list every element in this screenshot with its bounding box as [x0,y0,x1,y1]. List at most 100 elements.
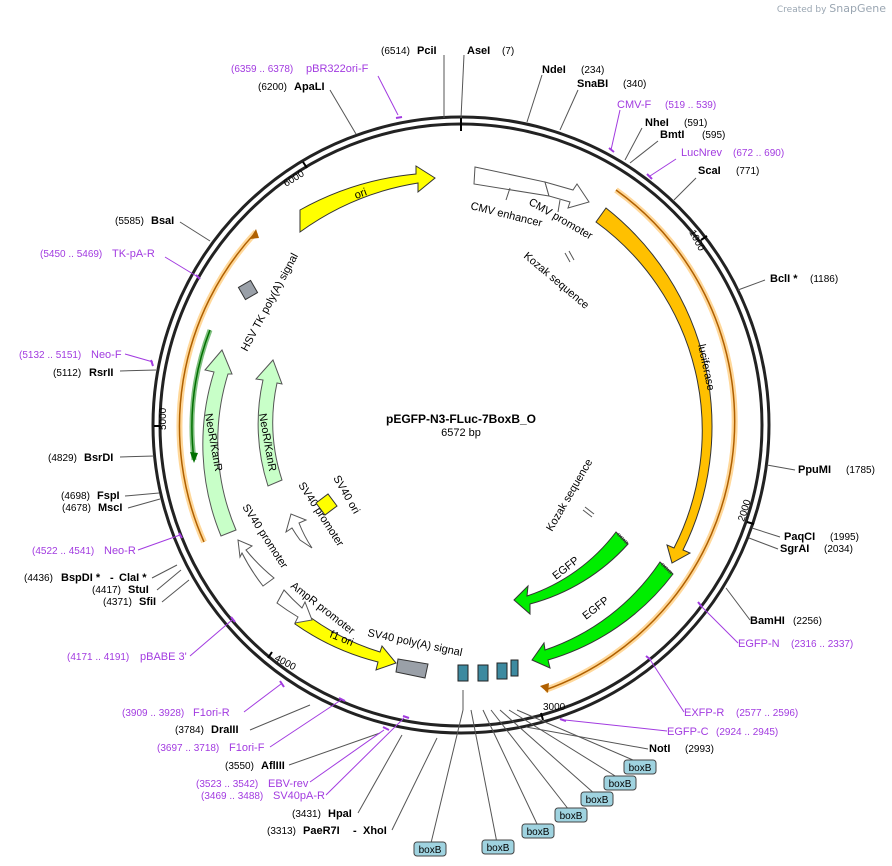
sgrai-label[interactable]: SgrAI [780,543,809,555]
boxb-feature-4 [510,659,519,677]
pbabe3-label[interactable]: pBABE 3' [140,651,187,663]
boxb-label-7-text: boxB [629,763,652,774]
ruler-tick-1000 [700,235,708,241]
asei-label[interactable]: AseI [467,45,490,57]
f1orif-label[interactable]: F1ori-F [229,742,265,754]
clai-sep: - [110,572,114,584]
sv40par-range: (3469 .. 3488) [201,791,263,802]
sv40-ori-label: SV40 ori [330,474,361,517]
paqci-label[interactable]: PaqCI [784,531,815,543]
boxb-feature-1 [457,664,469,682]
boxb-feature-3 [496,662,508,680]
fspi-label[interactable]: FspI [97,490,120,502]
nhei-label[interactable]: NheI [645,117,669,129]
asei-pos: (7) [502,46,514,57]
ndei-label[interactable]: NdeI [542,64,566,76]
egfpc-label[interactable]: EGFP-C [667,726,709,738]
ppumi-label[interactable]: PpuMI [798,464,831,476]
hsv-tk-polya-feature [237,279,259,301]
xhoi-label[interactable]: XhoI [363,825,387,837]
ruler-tick-4000 [267,651,273,659]
kozak-1-mark-b [568,250,575,261]
bcli-label[interactable]: BclI * [770,273,798,285]
apali-pos: (6200) [258,82,287,93]
neof-range: (5132 .. 5151) [19,350,81,361]
boxb-label-2[interactable]: boxB [481,839,515,855]
ebvrev-label[interactable]: EBV-rev [268,778,309,790]
enzyme-leaders [119,54,796,844]
noti-label[interactable]: NotI [649,743,670,755]
msci-label[interactable]: MscI [98,502,122,514]
boxb-label-1-text: boxB [419,845,442,856]
apali-label[interactable]: ApaLI [294,81,325,93]
hpai-label[interactable]: HpaI [328,808,352,820]
kozak-2-label: Kozak sequence [544,457,595,533]
sv40-ori-feature [315,493,338,516]
boxb-label-3-text: boxB [527,827,550,838]
neo-primer-arc-line [191,329,211,461]
neor-label[interactable]: Neo-R [104,545,136,557]
draiii-pos: (3784) [175,725,204,736]
scai-label[interactable]: ScaI [698,165,721,177]
egfpn-range: (2316 .. 2337) [791,639,853,650]
bmti-label[interactable]: BmtI [660,129,684,141]
boxb-label-6[interactable]: boxB [603,775,637,791]
ruler-label-3000: 3000 [543,702,566,713]
bsai-label[interactable]: BsaI [151,215,174,227]
rsrii-label[interactable]: RsrII [89,367,113,379]
luciferase-outer-arrowhead [540,683,549,693]
sfii-label[interactable]: SfiI [139,596,156,608]
paer7i-pos: (3313) [267,826,296,837]
boxb-label-4[interactable]: boxB [554,807,588,823]
bcli-pos: (1186) [810,274,838,285]
boxb-label-5[interactable]: boxB [580,791,614,807]
luciferase-feature [595,207,713,564]
hpai-pos: (3431) [292,809,321,820]
ebvrev-range: (3523 .. 3542) [196,779,258,790]
snapgene-logo: SnapGene [829,2,886,15]
aflii-pos: (3550) [225,761,254,772]
f1orif-range: (3697 .. 3718) [157,743,219,754]
egfp-2-hatch [660,562,674,576]
snabi-label[interactable]: SnaBI [577,78,608,90]
boxb-label-6-text: boxB [609,779,632,790]
egfpn-label[interactable]: EGFP-N [738,638,780,650]
primer-ticks [150,116,703,731]
bsai-pos: (5585) [115,216,144,227]
bspdi-label[interactable]: BspDI * [61,572,101,584]
stui-label[interactable]: StuI [128,584,149,596]
boxb-label-3[interactable]: boxB [521,823,555,839]
sv40par-label[interactable]: SV40pA-R [273,790,325,802]
lucnrev-label[interactable]: LucNrev [681,147,722,159]
neor-outer-feature [202,349,237,537]
luciferase-outer-arc [544,189,736,691]
scai-pos: (771) [736,166,759,177]
bsrdi-label[interactable]: BsrDI [84,452,113,464]
clai-label[interactable]: ClaI * [119,572,147,584]
cmvf-label[interactable]: CMV-F [617,99,652,111]
ruler-label-5000: 5000 [158,407,169,430]
boxb-label-1[interactable]: boxB [413,841,447,857]
draiii-label[interactable]: DraIII [211,724,239,736]
sv40-promoter-outer-feature [237,539,275,587]
ruler-label-2000: 2000 [736,498,753,523]
neo-primer-arrowhead [190,452,198,463]
ruler-tick-2000 [746,521,755,525]
lucnrev-range: (672 .. 690) [733,148,784,159]
neof-label[interactable]: Neo-F [91,349,122,361]
bamhi-label[interactable]: BamHI [750,615,785,627]
boxb-label-7[interactable]: boxB [623,759,657,775]
f1orir-label[interactable]: F1ori-R [193,707,230,719]
neor-range: (4522 .. 4541) [32,546,94,557]
pcii-label[interactable]: PciI [417,45,437,57]
pbr322ori-label[interactable]: pBR322ori-F [306,63,369,75]
aflii-label[interactable]: AflIII [261,760,285,772]
exfpr-label[interactable]: EXFP-R [684,707,724,719]
noti-pos: (2993) [685,744,714,755]
rsrii-pos: (5112) [53,368,81,379]
ruler-label-1000: 1000 [686,228,706,253]
paer7i-label[interactable]: PaeR7I [303,825,340,837]
created-by-text: Created by [776,5,827,15]
pcii-pos: (6514) [381,46,410,57]
tkpar-label[interactable]: TK-pA-R [112,248,155,260]
